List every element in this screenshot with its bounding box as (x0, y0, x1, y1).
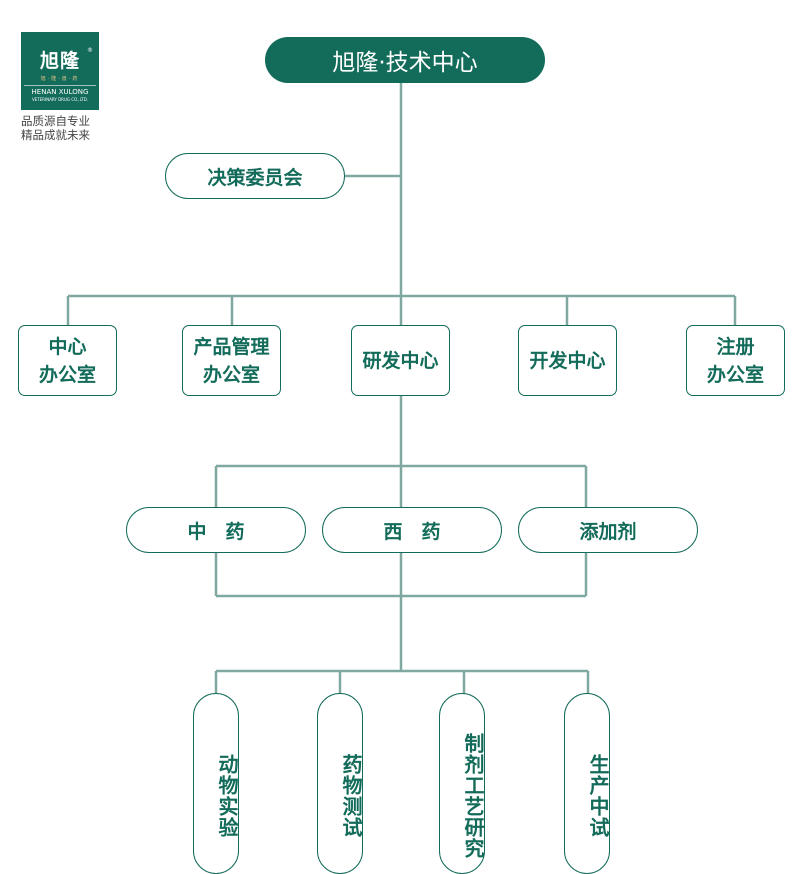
logo-subtitle: 旭·隆·兽·药 (40, 76, 80, 82)
node-center-office: 中心 办公室 (18, 325, 117, 396)
node-decision-committee: 决策委员会 (165, 153, 345, 199)
node-animal-experiment: 动物实验 (193, 693, 239, 874)
node-chinese-medicine: 中 药 (126, 507, 306, 553)
node-formulation-research: 制剂工艺研究 (439, 693, 485, 874)
slogan: 品质源自专业 精品成就未来 (21, 114, 111, 142)
node-rd-center: 研发中心 (351, 325, 450, 396)
slogan-line-1: 品质源自专业 (21, 114, 90, 128)
node-animal-experiment-label: 动物实验 (215, 753, 239, 838)
node-pilot-production-label: 生产中试 (586, 753, 610, 838)
logo-brand: 旭隆 (39, 50, 80, 72)
company-logo: 旭隆 ® 旭·隆·兽·药 HENAN XULONG VETERINARY DRU… (21, 32, 99, 110)
slogan-line-2: 精品成就未来 (21, 128, 90, 142)
node-western-medicine: 西 药 (322, 507, 502, 553)
node-formulation-research-label: 制剂工艺研究 (461, 732, 485, 859)
logo-english-subtitle: VETERINARY DRUG CO.,LTD. (31, 97, 89, 102)
node-drug-testing: 药物测试 (317, 693, 363, 874)
root-node-tech-center: 旭隆·技术中心 (265, 37, 545, 83)
node-pilot-production: 生产中试 (564, 693, 610, 874)
node-registration-office: 注册 办公室 (686, 325, 785, 396)
node-product-management-office: 产品管理 办公室 (182, 325, 281, 396)
node-additives: 添加剂 (518, 507, 698, 553)
logo-registered-mark: ® (87, 47, 93, 54)
node-drug-testing-label: 药物测试 (339, 753, 363, 838)
logo-english-name: HENAN XULONG (24, 85, 96, 96)
node-development-center: 开发中心 (518, 325, 617, 396)
